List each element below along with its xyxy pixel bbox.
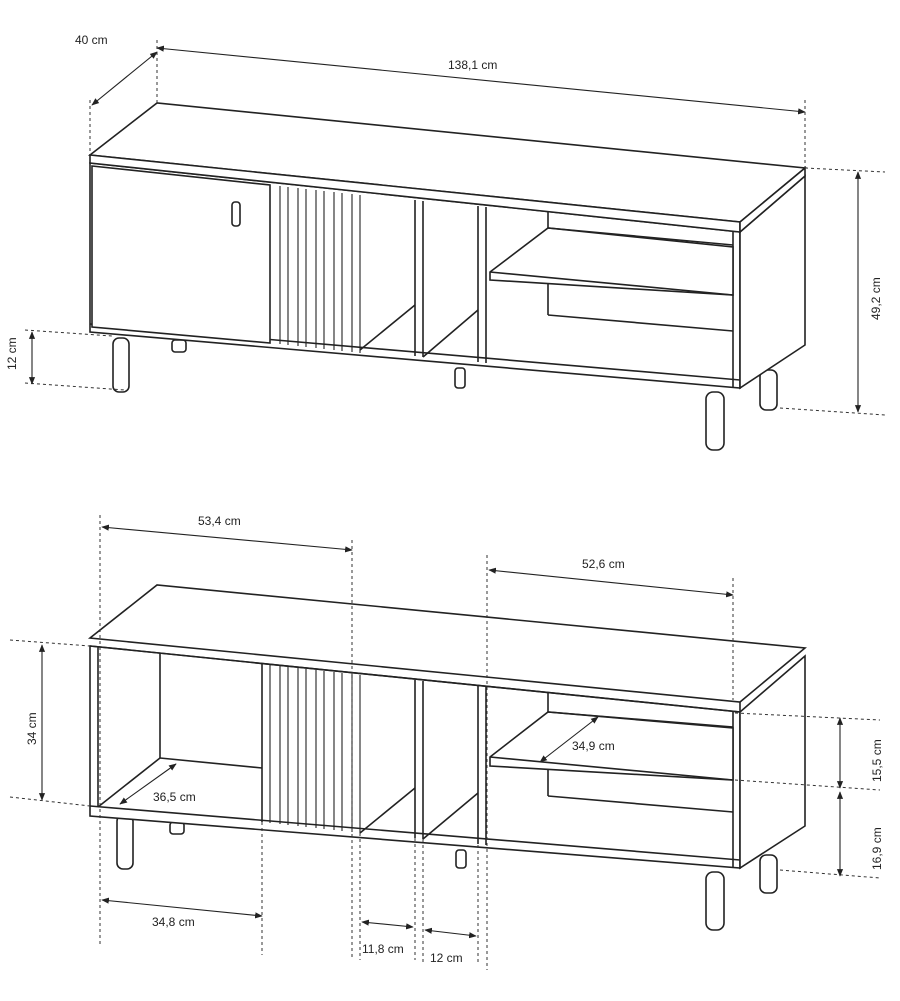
back-line bbox=[547, 711, 734, 728]
right-compartment-width-label: 52,6 cm bbox=[582, 557, 625, 571]
left-compartment-width-label: 53,4 cm bbox=[198, 514, 241, 528]
slats bbox=[279, 186, 361, 353]
cabinet-top bbox=[87, 584, 807, 703]
left-compartment-width-line bbox=[101, 524, 353, 553]
leg bbox=[455, 849, 467, 869]
cabinet-side bbox=[739, 654, 806, 870]
second-middle-width-line bbox=[424, 927, 477, 939]
depth-label: 40 cm bbox=[75, 33, 108, 47]
top-edge-side bbox=[739, 166, 806, 234]
cabinet-open-view bbox=[87, 584, 807, 931]
leg bbox=[759, 369, 778, 411]
depth-dimension-line bbox=[91, 51, 158, 106]
leg bbox=[112, 337, 130, 393]
right-compartment-width-line bbox=[488, 567, 734, 598]
shelf-edge bbox=[489, 756, 734, 781]
back-line bbox=[547, 227, 734, 246]
shelf-depth-line bbox=[539, 716, 599, 763]
lower-shelf-height-label: 16,9 cm bbox=[870, 827, 884, 870]
bottom-dimensions: 53,4 cm 52,6 cm 34 cm 36,5 cm 34,9 cm 15… bbox=[9, 514, 884, 970]
leg bbox=[759, 854, 778, 894]
left-opening-width-label: 34,8 cm bbox=[152, 915, 195, 929]
upper-shelf-height-label: 15,5 cm bbox=[870, 739, 884, 782]
slats bbox=[269, 665, 361, 833]
leg bbox=[705, 391, 725, 451]
width-dimension-line bbox=[156, 45, 806, 115]
back-line bbox=[547, 795, 734, 813]
top-dimensions: 40 cm 138,1 cm 49,2 cm 12 cm bbox=[5, 33, 886, 416]
leg bbox=[171, 339, 187, 353]
left-compartment bbox=[97, 653, 263, 822]
left-depth-line bbox=[119, 763, 177, 805]
leg-height-label: 12 cm bbox=[5, 337, 19, 370]
cabinet-closed-view bbox=[87, 102, 807, 451]
left-opening-width-line bbox=[101, 897, 263, 919]
shelf-depth-label: 34,9 cm bbox=[572, 739, 615, 753]
inner-height-label: 34 cm bbox=[25, 712, 39, 745]
second-middle-width-label: 12 cm bbox=[430, 951, 463, 965]
handle-icon bbox=[231, 201, 241, 227]
shelf-edge bbox=[489, 271, 734, 296]
width-label: 138,1 cm bbox=[448, 58, 497, 72]
door bbox=[91, 165, 271, 344]
left-depth-label: 36,5 cm bbox=[153, 790, 196, 804]
height-label: 49,2 cm bbox=[869, 277, 883, 320]
middle-width-label: 11,8 cm bbox=[362, 942, 404, 956]
leg bbox=[454, 367, 466, 389]
leg bbox=[705, 871, 725, 931]
middle-width-line bbox=[361, 919, 414, 930]
back-line bbox=[547, 314, 734, 332]
top-edge bbox=[89, 645, 741, 713]
partitions bbox=[359, 680, 549, 845]
leg bbox=[116, 814, 134, 870]
